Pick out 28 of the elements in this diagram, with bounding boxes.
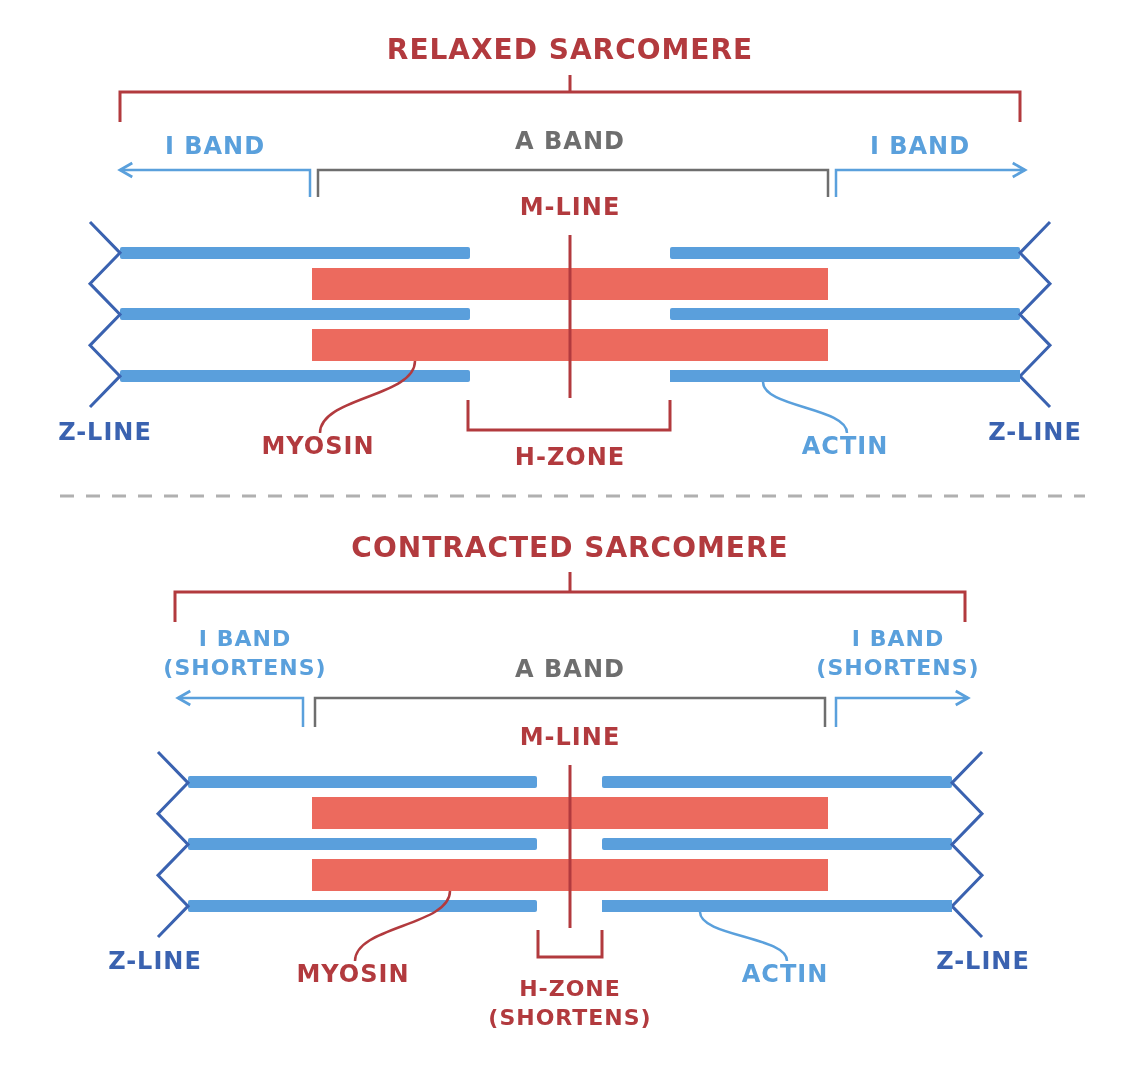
line-label: Z-LINE <box>988 417 1082 449</box>
line-label: M-LINE <box>519 722 621 754</box>
band-label: A BAND <box>515 654 625 686</box>
zone-label: H-ZONE (SHORTENS) <box>487 975 653 1032</box>
line-label: Z-LINE <box>108 946 202 978</box>
leader-line <box>353 890 452 962</box>
band-label: A BAND <box>515 126 625 158</box>
myosin-filament <box>312 329 828 361</box>
leader-line <box>318 360 417 434</box>
leader-line <box>698 911 789 962</box>
line-label: Z-LINE <box>58 417 152 449</box>
band-label: I BAND <box>869 131 971 163</box>
band-label: I BAND <box>164 131 266 163</box>
panel-title: RELAXED SARCOMERE <box>386 31 754 68</box>
band-label: I BAND (SHORTENS) <box>815 625 981 682</box>
leader-label: MYOSIN <box>261 431 375 463</box>
zone-label: H-ZONE <box>514 442 626 474</box>
leader-label: ACTIN <box>801 431 889 463</box>
line-label: Z-LINE <box>936 946 1030 978</box>
actin-filament <box>670 370 1020 382</box>
actin-filament <box>602 900 952 912</box>
leader-line <box>761 381 849 434</box>
line-label: M-LINE <box>519 192 621 224</box>
panel-title: CONTRACTED SARCOMERE <box>351 529 789 566</box>
leader-label: ACTIN <box>741 959 829 991</box>
myosin-filament <box>312 859 828 891</box>
leader-label: MYOSIN <box>296 959 410 991</box>
band-label: I BAND (SHORTENS) <box>162 625 328 682</box>
